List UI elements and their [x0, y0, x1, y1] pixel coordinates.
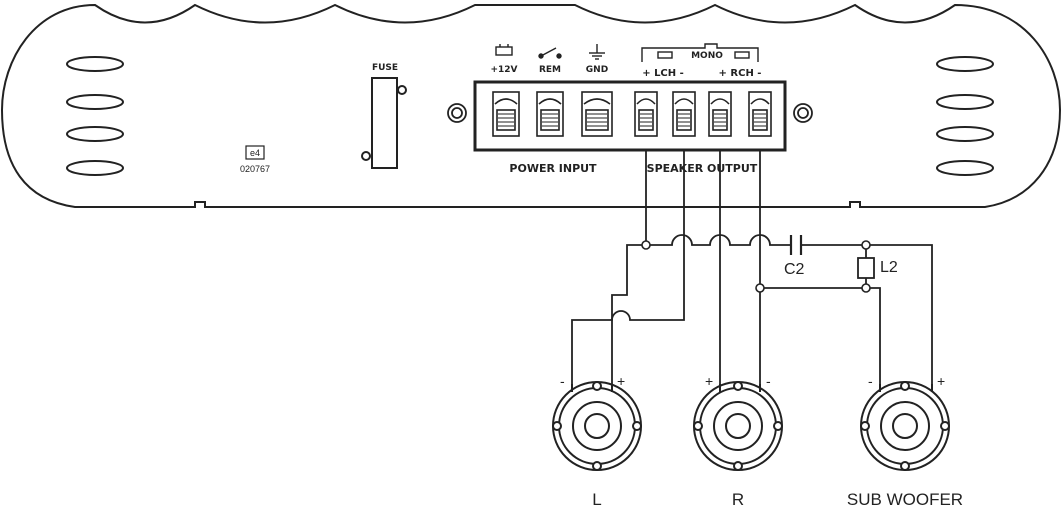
- terminal-speaker-6: [748, 91, 772, 137]
- right-vent-slots: [936, 56, 994, 176]
- amplifier-body: [0, 3, 1062, 208]
- terminal-label-gnd: GND: [586, 65, 608, 75]
- battery-icon: [495, 44, 513, 56]
- speaker-plus-sign: +: [617, 373, 625, 389]
- left-vent-slots: [66, 56, 124, 176]
- speaker-output-label: SPEAKER OUTPUT: [647, 162, 758, 175]
- speaker-group: - + L - + R - + SUB WOOFER: [552, 373, 963, 509]
- capacitor-c2: [789, 235, 803, 255]
- lch-label: + LCH -: [642, 68, 684, 79]
- wire-nodes: [641, 240, 871, 293]
- terminal-speaker-4: [672, 91, 696, 137]
- svg-text:020767: 020767: [240, 164, 270, 174]
- capacitor-label: C2: [784, 261, 805, 278]
- inductor-label: L2: [880, 259, 898, 276]
- speaker-r: [693, 381, 783, 471]
- rch-label: + RCH -: [719, 68, 762, 79]
- part-code: e4 020767: [240, 145, 270, 174]
- terminal-power-1: [536, 91, 564, 137]
- speaker-plus-sign: +: [705, 373, 713, 389]
- mounting-screw-left: [447, 103, 467, 123]
- speaker-subwoofer: [860, 381, 950, 471]
- ground-icon: [589, 44, 605, 60]
- switch-icon: [538, 47, 562, 59]
- terminal-power-2: [581, 91, 613, 137]
- speaker-l: [552, 381, 642, 471]
- inductor-l2: [857, 257, 875, 279]
- terminal-label-rem: REM: [539, 65, 561, 75]
- speaker-minus-sign: -: [868, 373, 873, 389]
- fuse-holder: [361, 77, 407, 169]
- mono-bridge-bracket: [641, 43, 759, 62]
- mono-label: MONO: [691, 51, 723, 61]
- power-input-label: POWER INPUT: [509, 162, 597, 175]
- mounting-screw-right: [793, 103, 813, 123]
- speaker-label: SUB WOOFER: [847, 490, 963, 509]
- terminal-speaker-5: [708, 91, 732, 137]
- svg-text:e4: e4: [250, 148, 260, 158]
- speaker-label: R: [732, 490, 744, 509]
- speaker-label: L: [592, 490, 601, 509]
- wiring: [571, 150, 933, 384]
- speaker-minus-sign: -: [560, 373, 565, 389]
- speaker-plus-sign: +: [937, 373, 945, 389]
- fuse-label: FUSE: [372, 63, 398, 73]
- terminal-block: [473, 80, 787, 152]
- terminal-label-12v: +12V: [490, 65, 517, 75]
- terminal-speaker-3: [634, 91, 658, 137]
- terminal-power-0: [492, 91, 520, 137]
- terminal-group: [492, 91, 772, 137]
- speaker-minus-sign: -: [766, 373, 771, 389]
